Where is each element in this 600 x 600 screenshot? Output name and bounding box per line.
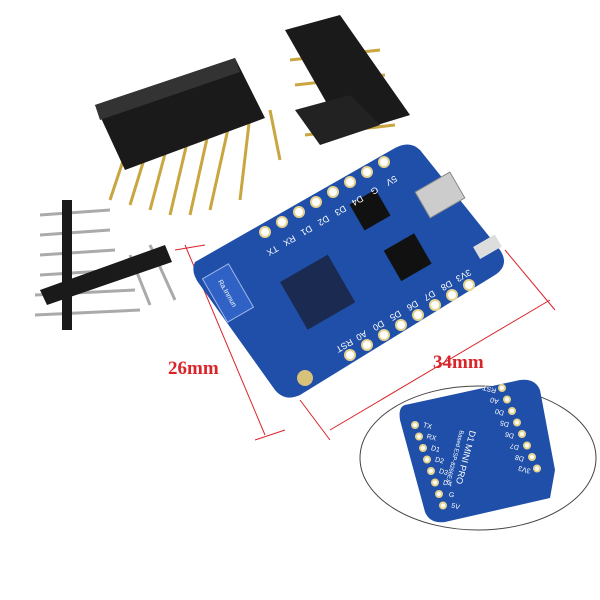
- pin-label: RST: [481, 383, 497, 394]
- pin-label: D7: [509, 441, 520, 450]
- pin-pad: [431, 478, 439, 487]
- pin-label: D2: [434, 457, 445, 466]
- pin-pad: [293, 206, 305, 218]
- pin-pad: [361, 339, 373, 351]
- pin-pad: [395, 319, 407, 331]
- pin-pad: [344, 349, 356, 361]
- pin-pad: [361, 166, 373, 178]
- pin-pad: [310, 196, 322, 208]
- pin-pad: [446, 289, 458, 301]
- pin-label: 5V: [384, 174, 399, 188]
- length-dimension-label: 34mm: [433, 352, 484, 373]
- pin-pad: [411, 421, 419, 429]
- pin-label: D0: [371, 318, 386, 332]
- pin-pad: [344, 176, 356, 188]
- pin-pad: [518, 430, 526, 438]
- pin-label: TX: [265, 243, 280, 257]
- pin-pad: [533, 464, 541, 473]
- pin-label: D2: [316, 213, 331, 227]
- pin-pad: [528, 453, 536, 461]
- male-header: [34, 200, 177, 330]
- pin-label: G: [448, 491, 455, 499]
- pin-pad: [378, 329, 390, 341]
- pin-pad: [435, 490, 443, 498]
- pin-label: D8: [514, 453, 525, 462]
- pin-label: D1: [430, 445, 441, 454]
- pin-pad: [259, 226, 271, 238]
- pin-pad: [378, 156, 390, 168]
- pin-pad: [419, 444, 427, 452]
- pin-pad: [427, 467, 435, 475]
- pin-label: D6: [504, 430, 515, 439]
- pin-label: D8: [439, 278, 454, 292]
- pin-label: D3: [333, 203, 348, 217]
- female-header-short: [285, 15, 410, 145]
- pin-label: D5: [388, 308, 403, 322]
- pin-label: D7: [422, 288, 437, 302]
- pin-label: TX: [422, 422, 433, 431]
- pin-label: D4: [442, 480, 453, 489]
- pin-label: A0: [489, 395, 499, 404]
- pin-label: A0: [354, 329, 369, 343]
- pin-label: D4: [350, 193, 365, 207]
- pin-pad: [412, 309, 424, 321]
- pin-pad: [327, 186, 339, 198]
- pin-label: D0: [494, 407, 505, 416]
- pin-label: 3V3: [518, 464, 532, 474]
- pin-pad: [463, 279, 475, 291]
- pin-pad: [429, 299, 441, 311]
- inset-back-view: D1 MINI PRO Based ESP-8266EX TXRXD1D2D3D…: [359, 379, 597, 531]
- pin-label: D3: [438, 468, 449, 477]
- pin-pad: [508, 407, 516, 415]
- pin-label: D6: [405, 298, 420, 312]
- pin-label: G: [369, 185, 380, 197]
- female-header-long: [95, 58, 282, 216]
- pin-pad: [498, 384, 506, 392]
- dimension-lines: [174, 244, 556, 441]
- width-dimension-label: 26mm: [168, 358, 219, 379]
- pin-pad: [523, 441, 531, 450]
- pin-pad: [423, 455, 431, 464]
- pin-pad: [415, 432, 423, 441]
- pin-label: D5: [499, 418, 510, 427]
- board-front: Ra.Inmun TXRXD1D2D3D4G5VRSTA0D0D5D6D7D83…: [193, 144, 505, 398]
- pin-pad: [503, 395, 511, 404]
- pin-label: D1: [299, 223, 314, 237]
- pin-pad: [439, 501, 447, 510]
- pin-label: 5V: [450, 503, 460, 512]
- pin-label: RX: [426, 433, 438, 442]
- pin-pad: [276, 216, 288, 228]
- pin-pad: [513, 418, 521, 427]
